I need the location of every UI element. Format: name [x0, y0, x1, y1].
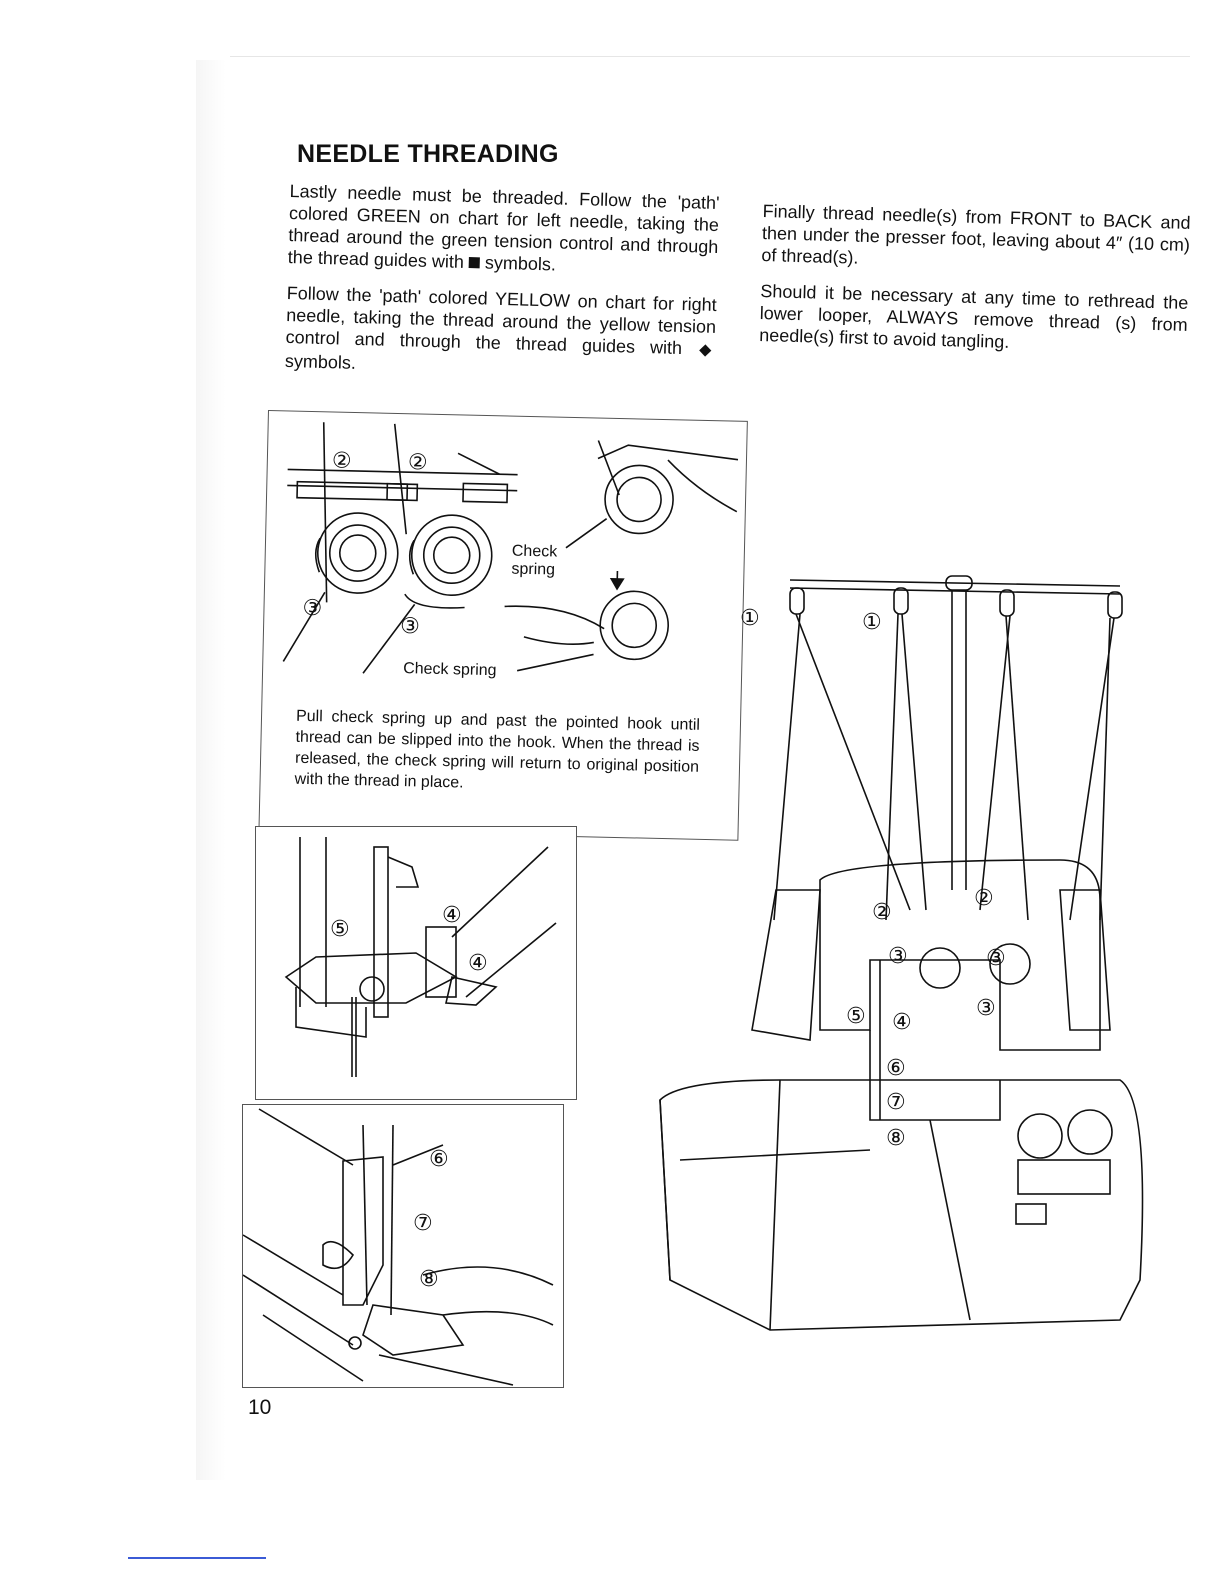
- marker-4-lower: ④: [468, 951, 488, 976]
- top-rule: [230, 56, 1190, 57]
- machine-marker-2-left: ②: [872, 900, 892, 925]
- left-column: Lastly needle must be threaded. Follow t…: [284, 180, 720, 398]
- page-number: 10: [248, 1396, 272, 1419]
- needle-presser-foot-illustration: [243, 1108, 554, 1386]
- check-spring-illustration-panel: ② ② ③ ③ Check spring Check spring Pull c…: [258, 410, 748, 841]
- overlock-machine-drawing: [659, 575, 1144, 1331]
- machine-marker-2-right: ②: [974, 886, 994, 911]
- machine-marker-8: ⑧: [886, 1126, 906, 1151]
- square-bullet-icon: [468, 257, 481, 269]
- machine-marker-6: ⑥: [886, 1056, 906, 1081]
- left-p2-symbols: symbols.: [284, 350, 357, 373]
- machine-marker-7: ⑦: [886, 1090, 906, 1115]
- left-paragraph-1: Lastly needle must be threaded. Follow t…: [288, 180, 720, 280]
- right-paragraph-2: Should it be necessary at any time to re…: [758, 280, 1189, 352]
- marker-4-upper: ④: [442, 903, 462, 928]
- label-check-spring-top: Check spring: [511, 542, 558, 579]
- needle-presser-foot-illustration-panel: ⑥ ⑦ ⑧: [242, 1104, 564, 1388]
- marker-6: ⑥: [429, 1147, 449, 1172]
- page-shadow: [196, 60, 226, 1480]
- machine-marker-3-mid: ③: [986, 946, 1006, 971]
- thread-guide-illustration: [284, 837, 557, 1077]
- marker-3-right: ③: [399, 614, 421, 640]
- left-p1-symbols: symbols.: [484, 252, 557, 275]
- marker-5: ⑤: [330, 917, 350, 942]
- machine-marker-5: ⑤: [846, 1004, 866, 1029]
- machine-marker-4: ④: [892, 1010, 912, 1035]
- overlock-machine-illustration: ① ① ② ② ③ ③ ③ ⑤ ④ ⑥ ⑦ ⑧: [640, 560, 1160, 1360]
- thread-guide-illustration-panel: ⑤ ④ ④: [255, 826, 577, 1100]
- marker-2-left: ②: [331, 448, 352, 474]
- page-title: NEEDLE THREADING: [297, 140, 559, 168]
- marker-8: ⑧: [419, 1267, 439, 1292]
- footer-rule: [128, 1557, 266, 1559]
- diamond-bullet-icon: ◆: [698, 341, 712, 359]
- left-paragraph-2: Follow the 'path' colored YELLOW on char…: [285, 282, 717, 384]
- left-p2-text: Follow the 'path' colored YELLOW on char…: [285, 282, 717, 359]
- machine-marker-1-right: ①: [862, 610, 882, 635]
- tension-dial-illustration: [282, 422, 739, 674]
- label-check-spring-bottom: Check spring: [402, 660, 497, 680]
- marker-7: ⑦: [413, 1211, 433, 1236]
- machine-marker-3-right: ③: [976, 996, 996, 1021]
- right-paragraph-1: Finally thread needle(s) from FRONT to B…: [761, 200, 1191, 268]
- marker-2-right: ②: [407, 450, 428, 476]
- marker-3-left: ③: [302, 595, 323, 622]
- right-column: Finally thread needle(s) from FRONT to B…: [759, 200, 1191, 372]
- machine-marker-1-left: ①: [740, 606, 760, 631]
- machine-marker-3-left: ③: [888, 944, 908, 969]
